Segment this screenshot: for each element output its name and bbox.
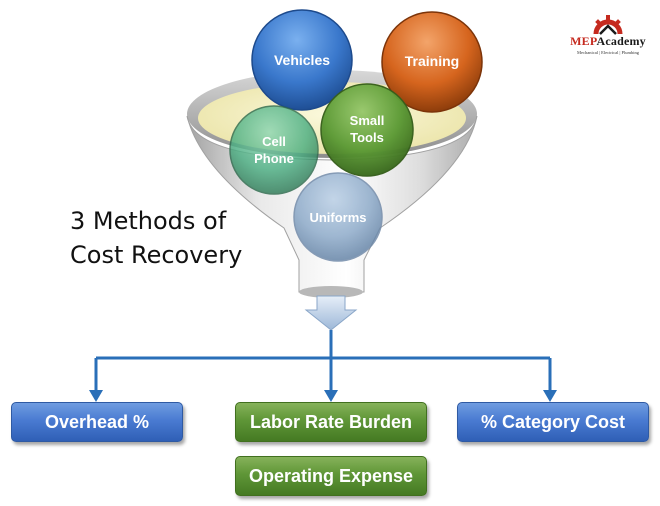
down-arrow-icon bbox=[304, 295, 358, 331]
label-vehicles: Vehicles bbox=[274, 52, 330, 68]
funnel-item-vehicles: Vehicles bbox=[251, 9, 353, 111]
method-operating-expense-label: Operating Expense bbox=[248, 465, 414, 486]
title-line-1: 3 Methods of bbox=[70, 207, 227, 235]
mep-academy-logo: MEPAcademy Mechanical | Electrical | Plu… bbox=[568, 12, 648, 62]
gear-icon bbox=[593, 15, 623, 35]
logo-name: MEPAcademy bbox=[570, 34, 646, 48]
method-category-cost: % Category Cost bbox=[457, 402, 649, 442]
arrowhead-icon bbox=[89, 390, 103, 402]
method-category-cost-label: % Category Cost bbox=[480, 411, 626, 432]
method-overhead: Overhead % bbox=[11, 402, 183, 442]
method-operating-expense: Operating Expense bbox=[235, 456, 427, 496]
connector-arrowheads bbox=[89, 390, 557, 402]
diagram-title: 3 Methods of Cost Recovery bbox=[70, 204, 242, 272]
method-labor-rate-burden: Labor Rate Burden bbox=[235, 402, 427, 442]
arrowhead-icon bbox=[324, 390, 338, 402]
connector-lines bbox=[94, 330, 552, 392]
title-line-2: Cost Recovery bbox=[70, 241, 243, 269]
label-uniforms: Uniforms bbox=[309, 210, 366, 225]
method-labor-rate-burden-label: Labor Rate Burden bbox=[249, 411, 413, 432]
funnel-spout bbox=[299, 286, 363, 298]
logo-tagline: Mechanical | Electrical | Plumbing bbox=[576, 50, 640, 55]
funnel-item-training: Training bbox=[381, 11, 483, 113]
method-overhead-label: Overhead % bbox=[44, 411, 150, 432]
funnel-item-uniforms: Uniforms bbox=[293, 172, 383, 262]
arrowhead-icon bbox=[543, 390, 557, 402]
label-training: Training bbox=[405, 53, 459, 69]
